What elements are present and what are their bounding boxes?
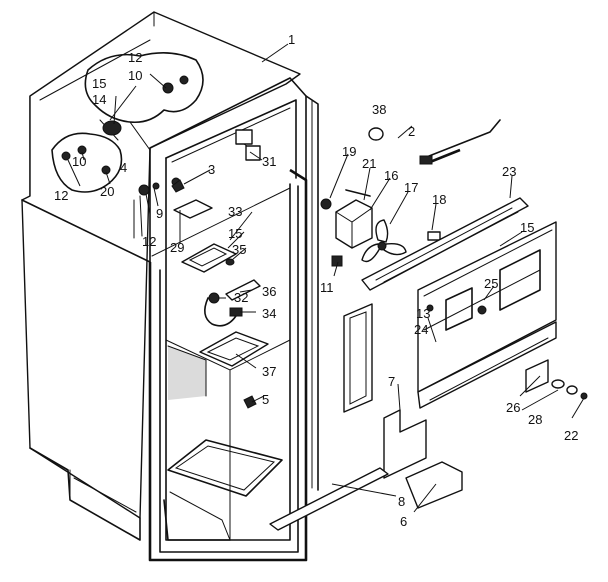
label-23: 23	[502, 164, 516, 179]
label-22: 22	[564, 428, 578, 443]
label-8: 8	[398, 494, 405, 509]
label-7: 7	[388, 374, 395, 389]
label-10-top: 10	[128, 68, 142, 83]
label-21: 21	[362, 156, 376, 171]
top-wiring-harness	[51, 52, 257, 239]
label-1: 1	[288, 32, 295, 47]
part-labels: 1 2 3 4 5 6 7 8 9 10 10 11 12 12 12 13 1…	[54, 32, 578, 529]
label-19: 19	[342, 144, 356, 159]
label-34: 34	[262, 306, 276, 321]
evaporator-fan-assembly	[269, 119, 588, 531]
label-13: 13	[416, 306, 430, 321]
label-3: 3	[208, 162, 215, 177]
label-31: 31	[262, 154, 276, 169]
label-10-left: 10	[72, 154, 86, 169]
label-2: 2	[408, 124, 415, 139]
label-28: 28	[528, 412, 542, 427]
label-16: 16	[384, 168, 398, 183]
label-6: 6	[400, 514, 407, 529]
label-26: 26	[506, 400, 520, 415]
label-20: 20	[100, 184, 114, 199]
label-38: 38	[372, 102, 386, 117]
label-25: 25	[484, 276, 498, 291]
cabinet	[21, 11, 319, 562]
interior-parts	[171, 145, 269, 409]
label-15-interior: 15	[228, 226, 242, 241]
label-37: 37	[262, 364, 276, 379]
label-9: 9	[156, 206, 163, 221]
label-18: 18	[432, 192, 446, 207]
label-24: 24	[414, 322, 428, 337]
label-17: 17	[404, 180, 418, 195]
label-15-top: 15	[92, 76, 106, 91]
label-4: 4	[120, 160, 127, 175]
label-36: 36	[262, 284, 276, 299]
label-12-bottom: 12	[142, 234, 156, 249]
label-12-left: 12	[54, 188, 68, 203]
leader-lines	[67, 43, 585, 513]
label-14: 14	[92, 92, 106, 107]
label-35: 35	[232, 242, 246, 257]
label-29: 29	[170, 240, 184, 255]
label-32: 32	[234, 290, 248, 305]
label-33: 33	[228, 204, 242, 219]
label-11: 11	[320, 280, 334, 295]
label-5: 5	[262, 392, 269, 407]
label-15-right: 15	[520, 220, 534, 235]
label-12-top: 12	[128, 50, 142, 65]
